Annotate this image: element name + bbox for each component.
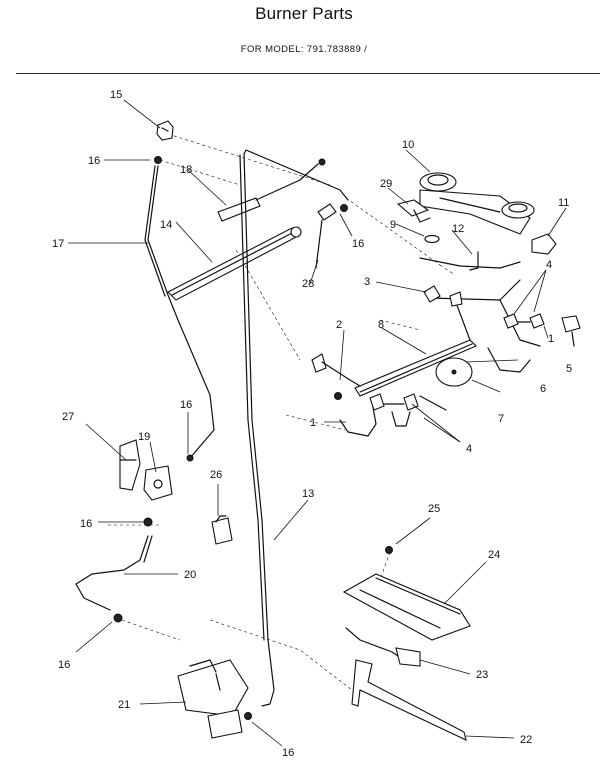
callout-26: 26 <box>210 469 222 481</box>
part-14-manifold-bar <box>167 226 302 301</box>
part-10-burner-head <box>419 172 535 235</box>
part-16-screw-bottom <box>113 613 123 623</box>
leader-lines <box>68 99 567 747</box>
callout-14: 14 <box>160 219 172 231</box>
part-16-screw-top <box>154 156 162 164</box>
part-12-tube <box>419 251 521 271</box>
part-21-gas-valve <box>177 659 249 739</box>
callout-24: 24 <box>488 549 500 561</box>
callout-1-b: 1 <box>310 417 316 429</box>
part-7-spreader <box>435 357 473 387</box>
part-18-bulb <box>217 158 326 222</box>
callout-8: 8 <box>378 319 384 331</box>
part-2-ignitor <box>311 353 361 387</box>
callout-15: 15 <box>110 89 122 101</box>
callout-18: 18 <box>180 164 192 176</box>
part-22-burner <box>351 659 467 741</box>
part-8-burner-tube <box>354 279 541 397</box>
part-16-screw-mid <box>186 454 194 462</box>
callout-20: 20 <box>184 569 196 581</box>
callout-17: 17 <box>52 238 64 250</box>
part-11-clip <box>531 233 557 255</box>
callout-16-c: 16 <box>180 399 192 411</box>
callout-1-a: 1 <box>548 333 554 345</box>
callout-16-a: 16 <box>88 155 100 167</box>
part-20-tube <box>75 535 153 611</box>
callout-7: 7 <box>498 413 504 425</box>
callout-16-e: 16 <box>58 659 70 671</box>
part-23-igniter <box>345 627 421 667</box>
callout-12: 12 <box>452 223 464 235</box>
part-6-tube <box>487 347 531 373</box>
part-9-washer <box>424 234 440 244</box>
part-25-screw <box>385 546 393 554</box>
callout-4-a: 4 <box>546 259 552 271</box>
part-16-screw-lower <box>143 517 153 527</box>
callout-4-b: 4 <box>466 443 472 455</box>
callout-10: 10 <box>402 139 414 151</box>
part-24-shield <box>342 573 471 641</box>
part-15-bracket <box>156 120 174 141</box>
callout-22: 22 <box>520 734 532 746</box>
callout-13: 13 <box>302 488 314 500</box>
callout-29: 29 <box>380 178 392 190</box>
part-16-screw-valve <box>244 712 252 720</box>
part-5-bracket <box>561 315 581 347</box>
callout-28: 28 <box>302 278 314 290</box>
page-title: Burner Parts <box>255 4 353 23</box>
callout-6: 6 <box>540 383 546 395</box>
callout-16-d: 16 <box>80 518 92 530</box>
part-29-bracket <box>396 199 431 223</box>
part-19-valve <box>143 465 173 501</box>
part-4-fittings-lower <box>369 393 447 427</box>
callout-25: 25 <box>428 503 440 515</box>
part-26-sensor <box>211 515 233 545</box>
callout-2: 2 <box>336 319 342 331</box>
part-28-connector <box>315 203 348 269</box>
callout-3: 3 <box>364 276 370 288</box>
part-27-bracket <box>119 439 141 491</box>
part-3-valve <box>423 285 463 307</box>
callout-27: 27 <box>62 411 74 423</box>
callout-19: 19 <box>138 431 150 443</box>
callout-11: 11 <box>558 197 569 209</box>
part-1-tube-lower <box>334 392 377 437</box>
part-4-fittings-right <box>503 313 545 329</box>
callout-23: 23 <box>476 669 488 681</box>
callout-21: 21 <box>118 699 130 711</box>
part-17-gas-tube <box>144 165 215 459</box>
callout-16-f: 16 <box>282 747 294 759</box>
callout-9: 9 <box>390 219 396 231</box>
part-13-long-tube <box>239 149 349 707</box>
model-number: FOR MODEL: 791.783889 / <box>240 44 368 55</box>
callout-5: 5 <box>566 363 572 375</box>
callout-16-b: 16 <box>352 238 364 250</box>
callout-labels: 15 16 17 14 18 10 29 9 11 12 16 28 3 4 2… <box>52 89 572 759</box>
header-divider <box>16 73 600 74</box>
